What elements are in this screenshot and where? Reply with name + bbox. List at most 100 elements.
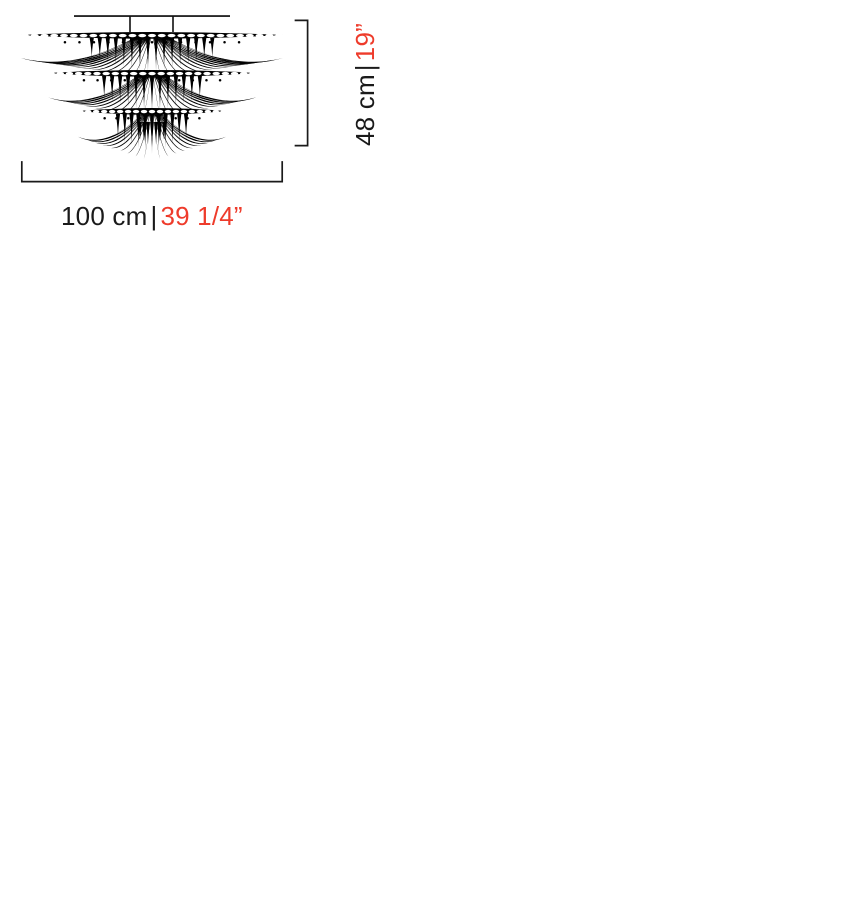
ring-dot (150, 78, 154, 82)
inner-quill (178, 38, 183, 67)
ring-notch (187, 33, 195, 38)
inner-quill (105, 38, 110, 64)
blade (85, 74, 146, 107)
ring-notch (157, 71, 165, 76)
ring-notch (185, 71, 193, 76)
inner-quill (186, 38, 191, 65)
ring-notch (148, 33, 156, 38)
inner-quill (129, 38, 135, 68)
width-imperial-value: 39 1/4” (160, 201, 243, 231)
ring-dot (103, 116, 106, 120)
inner-quill (89, 38, 94, 60)
ring-notch (156, 109, 164, 114)
inner-quill (125, 76, 131, 107)
ring-notch (148, 109, 156, 114)
finial-quill (150, 122, 154, 147)
ring-dot (63, 40, 67, 44)
ring-notch (77, 109, 84, 114)
ring-notch (212, 109, 219, 114)
inner-quill (102, 76, 107, 100)
ring-dot (137, 78, 140, 82)
inner-quill (165, 76, 171, 109)
ring-dot (237, 40, 241, 44)
ring-notch (148, 71, 156, 76)
blade (160, 36, 233, 68)
ring-dot (115, 116, 118, 120)
inner-quill (118, 76, 123, 105)
ring-notch (124, 109, 132, 114)
ring-dot (208, 40, 212, 44)
top-tier (21, 32, 283, 79)
blade (71, 36, 144, 68)
inner-quill (183, 114, 189, 140)
ring-notch (21, 33, 29, 38)
middle-tier (47, 70, 257, 119)
ring-notch (50, 33, 59, 38)
inner-quill (129, 114, 134, 146)
width-dimension-bracket (20, 161, 284, 183)
ring-notch (255, 33, 264, 38)
ring-notch (100, 109, 108, 114)
ring-notch (275, 33, 283, 38)
ring-notch (93, 71, 101, 76)
finial-quill (158, 122, 162, 142)
blade (94, 112, 147, 144)
ring-notch (188, 109, 196, 114)
blade (61, 36, 143, 67)
inner-quill (97, 38, 102, 62)
inner-quill (115, 114, 121, 140)
ring-notch (65, 71, 74, 76)
ring-notch (138, 33, 147, 38)
ring-notch (74, 71, 83, 76)
inner-quill (202, 38, 207, 62)
blade-tiers (21, 32, 283, 160)
ring-dot (177, 78, 181, 82)
ring-notch (240, 71, 248, 76)
width-metric-value: 100 cm (61, 201, 148, 231)
width-dimension-label: 100 cm|39 1/4” (61, 203, 243, 229)
ring-dot (82, 78, 86, 82)
ring-dot (109, 78, 113, 82)
ring-dot (121, 40, 125, 44)
ring-dot (223, 40, 226, 44)
ring-notch (221, 71, 230, 76)
ring-dot (136, 40, 139, 44)
ceiling-mount-bar (74, 15, 230, 17)
inner-quill (110, 76, 115, 103)
ring-dot (194, 40, 197, 44)
ring-dot (92, 40, 96, 44)
ring-dot (218, 78, 222, 82)
ring-dot (162, 116, 166, 120)
ring-notch (172, 109, 180, 114)
ring-notch (56, 71, 64, 76)
inner-quill (149, 76, 155, 113)
ring-notch (220, 109, 227, 114)
finial-quill (154, 122, 158, 145)
ring-dot (174, 116, 177, 120)
inner-quill (137, 38, 143, 70)
inner-quill (197, 76, 202, 100)
inner-quill (161, 38, 167, 70)
ring-notch (99, 33, 108, 38)
inner-quill (194, 38, 199, 64)
ring-notch (132, 109, 140, 114)
width-separator: | (150, 201, 158, 231)
ring-dot (150, 40, 154, 44)
ring-notch (196, 33, 205, 38)
inner-quill (181, 76, 186, 105)
ring-notch (140, 109, 148, 114)
ring-notch (120, 71, 129, 76)
ring-notch (118, 33, 127, 38)
ring-notch (130, 71, 138, 76)
ring-notch (139, 71, 147, 76)
height-metric-value: 48 cm (350, 74, 380, 146)
ring-dot (123, 78, 127, 82)
ring-notch (47, 71, 55, 76)
mount-stems (129, 16, 174, 32)
ring-notch (116, 109, 124, 114)
inner-quill (173, 76, 179, 107)
ring-notch (265, 33, 274, 38)
ring-dot (186, 116, 189, 120)
chandelier-fixture (21, 15, 283, 160)
